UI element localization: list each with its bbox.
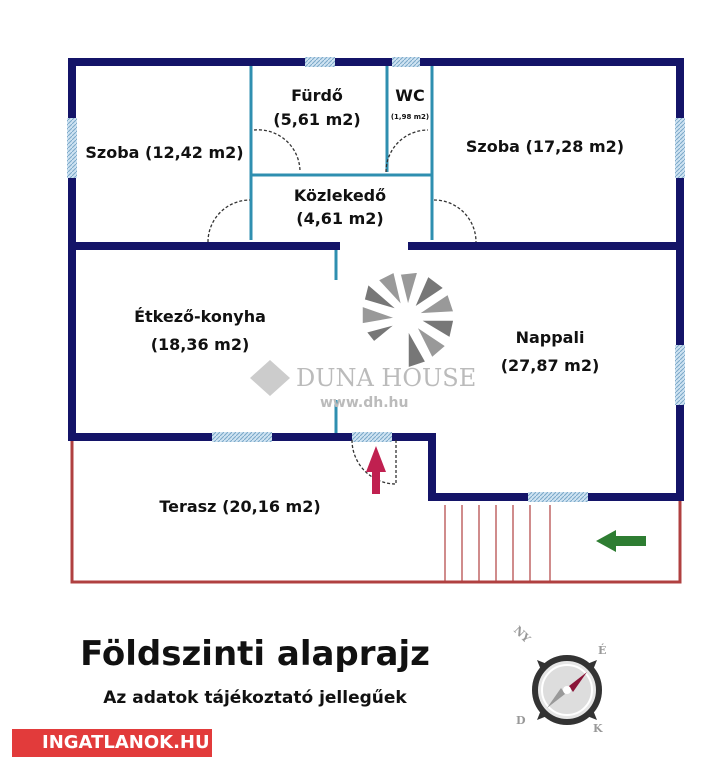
doors bbox=[207, 129, 477, 485]
room-terasz: Terasz (20,16 m2) bbox=[159, 497, 321, 516]
entry-arrow-left-icon bbox=[596, 530, 646, 552]
room-kozlekedo-area: (4,61 m2) bbox=[296, 209, 384, 228]
watermark-url: www.dh.hu bbox=[320, 395, 409, 411]
compass-e: É bbox=[598, 644, 607, 657]
watermark-brand: DUNA HOUSE bbox=[296, 364, 477, 392]
page-title: Földszinti alaprajz bbox=[80, 634, 430, 674]
room-szoba2: Szoba (17,28 m2) bbox=[465, 137, 625, 156]
outer-walls bbox=[68, 58, 684, 501]
inner-walls bbox=[249, 62, 434, 437]
windows bbox=[67, 57, 685, 502]
room-nappali-name: Nappali bbox=[515, 328, 585, 347]
room-furdo-name: Fürdő bbox=[291, 86, 343, 105]
compass-s: K bbox=[593, 722, 603, 735]
terrace-outline bbox=[70, 437, 682, 584]
room-kozlekedo-name: Közlekedő bbox=[293, 186, 387, 205]
subtitle: Az adatok tájékoztató jellegűek bbox=[103, 688, 407, 708]
ingatlanok-logo: INGATLANOK.HU bbox=[12, 729, 212, 757]
room-etkezo-name: Étkező-konyha bbox=[134, 307, 266, 326]
room-etkezo-area: (18,36 m2) bbox=[150, 335, 250, 354]
entry-arrow-icon bbox=[366, 446, 386, 494]
room-furdo-area: (5,61 m2) bbox=[273, 110, 361, 129]
room-nappali-area: (27,87 m2) bbox=[500, 356, 600, 375]
spiral-stair-icon bbox=[361, 270, 456, 370]
logo-text: INGATLANOK.HU bbox=[42, 732, 210, 753]
room-szoba1: Szoba (12,42 m2) bbox=[85, 143, 244, 162]
room-wc-name: WC bbox=[395, 86, 425, 105]
compass-icon bbox=[532, 655, 602, 725]
watermark-logo-icon bbox=[250, 360, 290, 396]
compass-w: D bbox=[516, 714, 526, 727]
room-wc-area: (1,98 m2) bbox=[390, 113, 430, 121]
